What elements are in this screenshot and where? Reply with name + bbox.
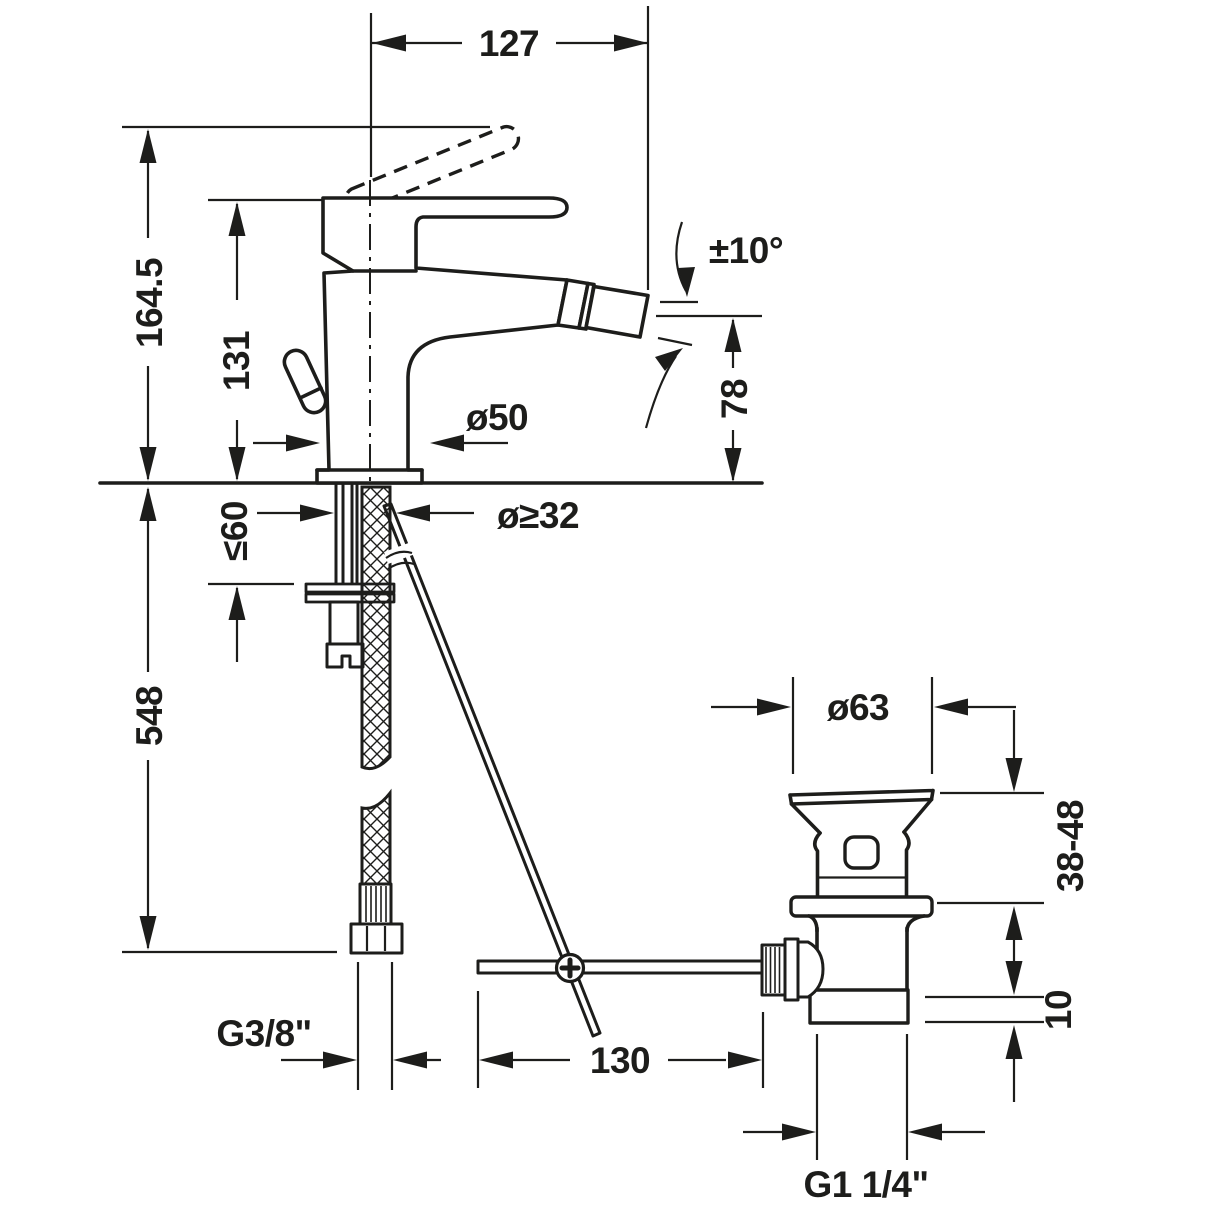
dim-diameter-50-label: ø50: [466, 397, 528, 438]
supply-hose: [349, 485, 404, 955]
handle-raised-position-dashed: [343, 124, 521, 214]
drain-collar: [808, 988, 910, 1025]
dim-hole-diameter-label: ø≥32: [497, 495, 579, 536]
pop-up-knob: [282, 348, 328, 415]
threaded-shank: [334, 483, 359, 586]
dim-g114-label: G1 1/4": [803, 1164, 928, 1205]
dim-127-label: 127: [479, 23, 539, 64]
drain-flange-rim: [788, 788, 935, 806]
dim-548-label: 548: [129, 686, 170, 746]
pivot-screw: [554, 952, 586, 984]
aerator-tip: [584, 284, 650, 339]
dim-38-48-label: 38-48: [1050, 800, 1091, 892]
mounting-hardware: [304, 483, 396, 669]
dim-10-label: 10: [1038, 990, 1079, 1030]
mounting-washer: [304, 582, 396, 594]
horizontal-linkage-rod: [476, 959, 764, 975]
extension-lines: [122, 6, 1044, 1160]
knurled-adjuster: [760, 937, 825, 1002]
hose-upper-segment: [360, 485, 392, 771]
dim-swivel-angle-label: ±10°: [709, 230, 783, 271]
dim-164-5-label: 164.5: [129, 258, 170, 348]
hose-hex-nut: [349, 922, 404, 955]
phillips-screw-icon: [559, 957, 581, 979]
pop-up-rod: [382, 502, 602, 1038]
dim-g38-label: G3/8": [216, 1013, 311, 1054]
drain-overflow-hole: [843, 835, 880, 870]
dim-max-thickness-label: ≤60: [214, 501, 255, 561]
drain-funnel: [789, 797, 934, 835]
drain-assembly: [788, 788, 935, 1025]
mounting-nut: [328, 600, 360, 646]
dim-diameter-63-label: ø63: [827, 687, 889, 728]
under-basin-flange: [789, 895, 934, 918]
dimension-labels: 127 164.5 131 ±10° 78 ø50 ø≥32 ≤60 548 ø…: [129, 23, 1091, 1205]
dim-130-label: 130: [590, 1040, 650, 1081]
hose-lower-segment: [360, 788, 392, 886]
dim-78-label: 78: [714, 379, 755, 419]
dim-131-label: 131: [216, 331, 257, 391]
dimension-arrowheads: [139, 34, 1023, 1141]
